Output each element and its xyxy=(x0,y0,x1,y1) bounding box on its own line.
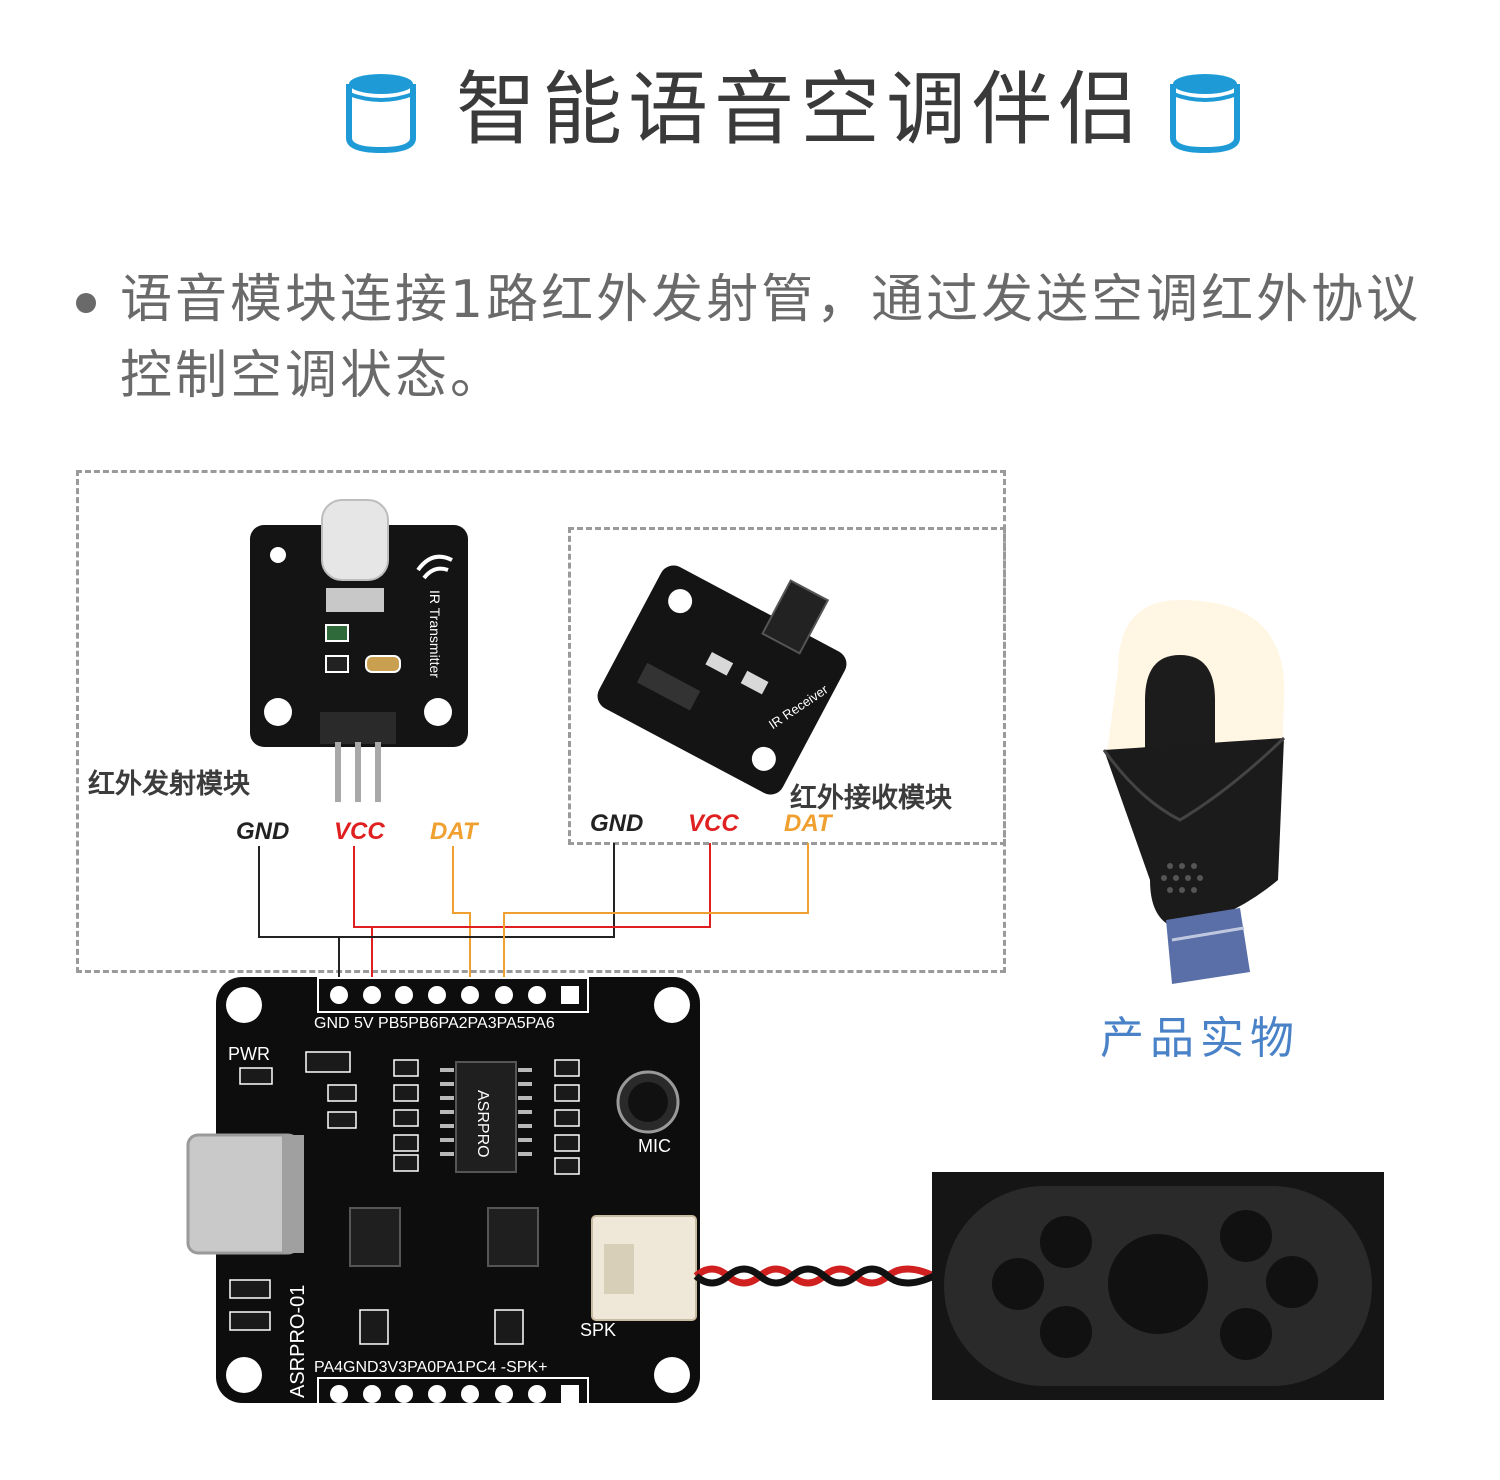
wire-transmitter-dat xyxy=(452,845,471,990)
page-title: 智能语音空调伴侣 xyxy=(456,63,1144,156)
wire-receiver-vcc xyxy=(372,843,711,928)
transmitter-pin-gnd: GND xyxy=(232,818,294,846)
receiver-pin-gnd: GND xyxy=(586,810,648,838)
ir-receiver-label: 红外接收模块 xyxy=(790,783,952,814)
cylinder-icon xyxy=(1170,74,1240,154)
bottom-header-pins xyxy=(330,1385,546,1403)
ir-transmitter-label: 红外发射模块 xyxy=(88,769,250,800)
receiver-pin-vcc: VCC xyxy=(684,810,743,838)
title-row: 智能语音空调伴侣 xyxy=(0,60,1500,170)
wire-transmitter-gnd xyxy=(258,845,340,990)
wire-receiver-gnd xyxy=(339,843,615,938)
ir-transmitter-board-text: IR Transmitter xyxy=(427,590,443,678)
asrpro-main-board: GND 5V PB5PB6PA2PA3PA5PA6 PA4GND3V3PA0PA… xyxy=(186,977,700,1413)
wires xyxy=(258,843,809,990)
transmitter-pin-vcc: VCC xyxy=(330,818,389,846)
pwr-label: PWR xyxy=(228,1044,270,1064)
product-label: 产品实物 xyxy=(1100,1013,1300,1064)
ir-transmitter-board: IR Transmitter xyxy=(250,499,468,802)
top-header-pins xyxy=(330,986,546,1004)
main-chip-text: ASRPRO xyxy=(474,1090,491,1158)
top-header-labels: GND 5V PB5PB6PA2PA3PA5PA6 xyxy=(314,1015,555,1032)
speaker-cable xyxy=(693,1265,936,1287)
mic-label: MIC xyxy=(638,1136,671,1156)
transmitter-pin-dat: DAT xyxy=(426,818,482,846)
receiver-pin-dat: DAT xyxy=(780,810,836,838)
bullet-dot xyxy=(76,293,96,313)
bottom-header-labels: PA4GND3V3PA0PA1PC4 -SPK+ xyxy=(314,1359,547,1376)
wire-transmitter-vcc xyxy=(353,845,373,990)
spk-label: SPK xyxy=(580,1320,616,1340)
product-dongle xyxy=(1102,600,1286,984)
description-text: 语音模块连接1路红外发射管，通过发送空调红外协议控制空调状态。 xyxy=(120,270,1422,406)
cylinder-icon xyxy=(346,74,416,154)
ir-receiver-board: IR Receiver xyxy=(597,565,847,795)
receiver-dashed-box xyxy=(568,527,1006,845)
board-name: ASRPRO-01 xyxy=(287,1285,309,1398)
wire-receiver-dat xyxy=(503,843,809,990)
speaker xyxy=(932,1172,1384,1400)
